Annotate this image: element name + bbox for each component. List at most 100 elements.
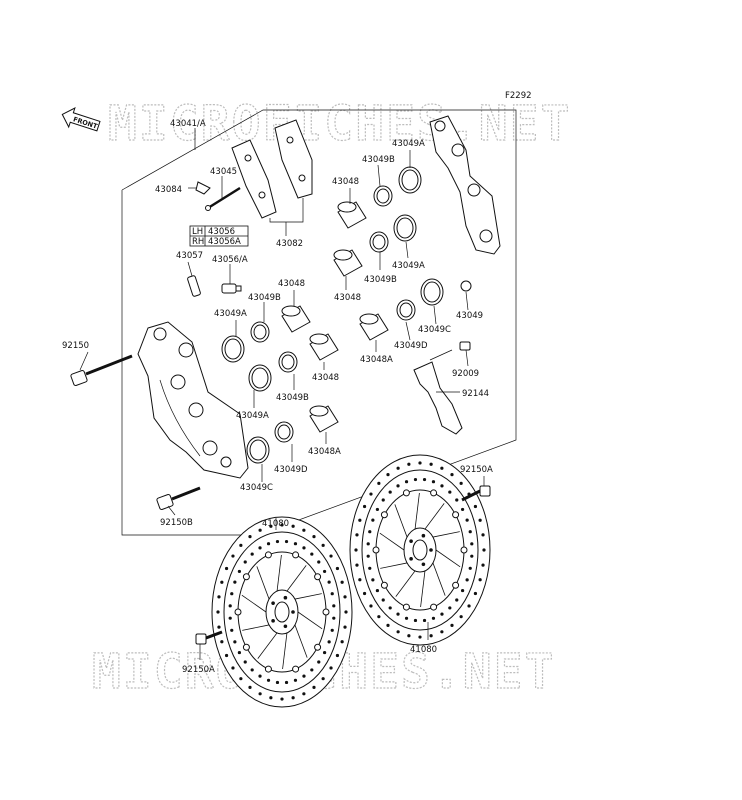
disc-drill-hole [330,592,334,596]
disc-drill-hole [450,623,454,627]
disc-drill-hole [237,569,242,574]
disc-drill-hole [460,507,465,512]
disc-drill-hole [396,630,400,634]
disc-drill-hole [368,566,372,570]
brake-pad-right [274,119,313,199]
lh-part: 43056 [208,227,235,237]
disc-drill-hole [459,481,463,485]
disc-mount-hole [271,601,275,605]
disc-drill-hole [322,569,327,574]
disc-drill-hole [293,678,298,682]
disc-drill-hole [354,548,358,552]
disc-drill-hole [224,566,229,571]
disc-carrier-spoke [432,531,460,538]
disc-mount-hole [429,548,433,552]
front-arrow-icon: FRONT [61,106,101,132]
lh-key: LH [192,227,203,237]
disc-float-button [430,489,438,497]
disc-drill-hole [459,615,463,619]
left-pistons [281,305,339,433]
disc-drill-hole [460,588,465,593]
bolt-92150A-left [195,630,223,645]
disc-drill-hole [233,580,237,584]
label-41080-left: 41080 [262,519,289,529]
disc-drill-hole [250,668,254,672]
disc-drill-hole [369,492,373,496]
caliper-bracket-92144 [413,361,463,435]
disc-drill-hole [482,548,486,552]
disc-drill-hole [248,535,252,539]
label-43049A-mid-left: 43049A [236,411,269,421]
disc-drill-hole [377,481,381,485]
disc-float-button [322,608,330,616]
label-43049C-left: 43049C [240,483,273,493]
label-43049C-right: 43049C [418,325,451,335]
disc-drill-hole [224,653,229,658]
disc-drill-hole [302,692,306,696]
disc-drill-hole [470,554,474,558]
disc-drill-hole [293,542,298,546]
disc-drill-hole [418,461,422,465]
disc-drill-hole [381,598,385,602]
disc-mount-hole [409,557,413,561]
label-43049B-mid-left: 43049B [276,393,309,403]
label-43048A-left: 43048A [308,447,341,457]
disc-drill-hole [217,595,221,599]
disc-drill-hole [332,616,336,620]
disc-drill-hole [422,618,427,623]
disc-drill-hole [317,660,321,664]
label-43049: 43049 [456,311,483,321]
disc-drill-hole [368,530,372,534]
disc-float-button [242,643,250,651]
disc-drill-hole [468,566,472,570]
label-43045: 43045 [210,167,237,177]
disc-drill-hole [448,490,452,494]
disc-drill-hole [358,578,362,582]
disc-carrier-spoke [379,532,405,551]
disc-drill-hole [343,595,347,599]
disc-drill-hole [312,685,316,689]
label-92150: 92150 [62,341,89,351]
label-43084: 43084 [155,185,182,195]
disc-drill-hole [448,606,452,610]
disc-drill-hole [481,533,485,537]
disc-carrier-spoke [432,562,446,596]
disc-drill-hole [369,604,373,608]
label-92150A-left: 92150A [182,665,215,675]
disc-carrier-spoke [424,503,445,530]
disc-drill-hole [473,591,478,596]
disc-drill-hole [332,604,336,608]
disc-drill-hole [233,640,237,644]
rh-part: 43056A [208,237,241,247]
left-seals [221,321,298,464]
label-43048A-right: 43048A [360,355,393,365]
right-caliper-body [429,115,501,255]
disc-drill-hole [258,528,262,532]
disc-drill-hole [317,560,321,564]
disc-drill-hole [327,580,331,584]
disc-drill-hole [284,539,289,544]
bolt-92150 [70,354,133,386]
disc-drill-hole [239,543,243,547]
disc-drill-hole [413,618,418,623]
disc-drill-hole [237,650,242,655]
disc-carrier-spoke [276,554,282,592]
pad-pin [205,186,241,211]
disc-mount-hole [421,533,426,538]
disc-mount-hole [409,539,413,543]
disc-mount-hole [421,562,426,567]
disc-drill-hole [388,490,392,494]
disc-carrier-spoke [297,611,323,630]
disc-drill-hole [280,697,284,701]
disc-drill-hole [291,696,295,700]
disc-float-button [380,581,388,589]
disc-mount-hole [271,619,275,623]
disc-drill-hole [291,524,295,528]
disc-drill-hole [243,560,247,564]
disc-drill-hole [404,616,409,620]
disc-drill-hole [231,554,235,558]
label-43048-mid-right: 43048 [334,293,361,303]
rh-key: RH [192,237,204,247]
disc-drill-hole [275,539,280,544]
